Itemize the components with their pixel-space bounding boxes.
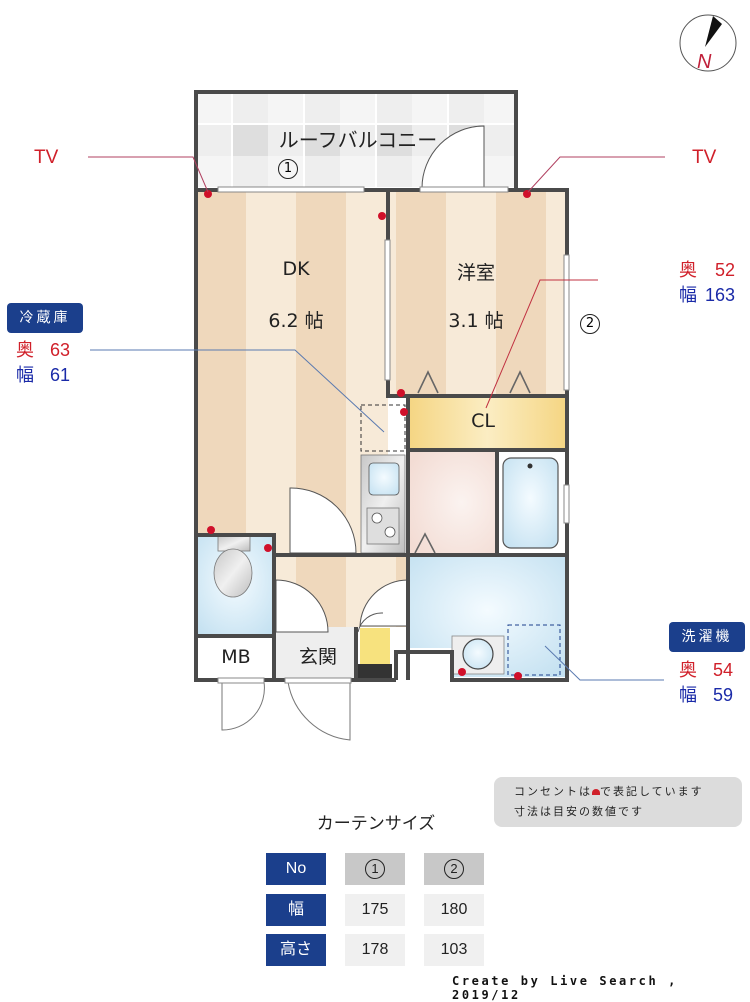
western-size: 3.1 帖 [448, 310, 504, 332]
fridge-badge: 冷蔵庫 [7, 303, 83, 333]
balcony-label: ルーフバルコニー [278, 128, 438, 152]
col2-height: 103 [424, 934, 484, 966]
tv-label-left: TV [34, 147, 59, 168]
col1-height: 178 [345, 934, 405, 966]
legend-note: コンセントはで表記しています 寸法は目安の数値です [494, 777, 742, 827]
row-header-height: 高さ [266, 934, 326, 966]
credit-text: Create by Live Search , 2019/12 [452, 974, 678, 1002]
window-no-2: 2 [580, 313, 600, 334]
washer-badge: 洗濯機 [669, 622, 745, 652]
dk-name: DK [282, 258, 310, 280]
col2-width: 180 [424, 894, 484, 926]
outlet-icon [592, 789, 600, 795]
svg-text:N: N [697, 51, 712, 73]
closet-name: CL [471, 410, 495, 432]
meter-box-name: MB [221, 646, 251, 668]
row-header-width: 幅 [266, 894, 326, 926]
western-name: 洋室 [456, 262, 495, 284]
col-no-2: 2 [424, 853, 484, 885]
entrance-name: 玄関 [298, 646, 337, 668]
dk-size: 6.2 帖 [268, 310, 324, 332]
col1-width: 175 [345, 894, 405, 926]
window-no-1: 1 [278, 158, 298, 179]
tv-label-right: TV [692, 147, 717, 168]
col-no-1: 1 [345, 853, 405, 885]
row-header-no: No [266, 853, 326, 885]
curtain-title: カーテンサイズ [316, 814, 436, 834]
compass-icon: N [679, 14, 737, 73]
